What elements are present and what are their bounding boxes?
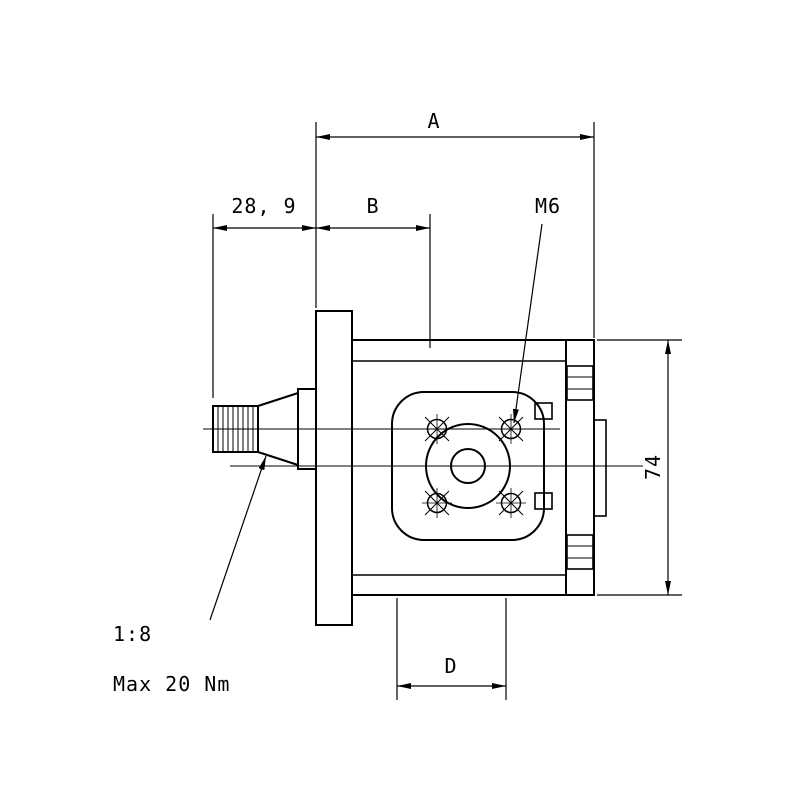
drive-shaft xyxy=(212,388,317,470)
rear-boss xyxy=(593,419,607,517)
m6-leader-line xyxy=(512,223,543,424)
dim-label-a: A xyxy=(427,109,440,133)
dimension-d xyxy=(396,598,507,700)
bolt-hole-bottom-right xyxy=(496,488,526,518)
pump-housing xyxy=(315,310,607,626)
dim-label-74: 74 xyxy=(641,454,665,480)
flange-face xyxy=(391,391,545,541)
splined-shaft-end xyxy=(212,405,259,453)
dimension-a xyxy=(315,122,595,338)
dim-label-28-9: 28, 9 xyxy=(231,194,296,218)
dim-label-d: D xyxy=(444,654,457,678)
hex-bolt-bottom xyxy=(566,534,594,570)
dimension-28-9 xyxy=(212,214,316,398)
max-torque-label: Max 20 Nm xyxy=(113,672,230,696)
dimensions xyxy=(209,122,682,700)
shaft-bore-circle xyxy=(450,448,486,484)
dimension-74 xyxy=(597,339,682,596)
taper-top-edge xyxy=(257,392,299,407)
dim-label-m6: M6 xyxy=(535,194,561,218)
taper-ratio-label: 1:8 xyxy=(113,622,152,646)
dimension-labels: A 28, 9 B M6 74 D 1:8 Max 20 Nm xyxy=(113,109,665,696)
bolt-hole-top-right xyxy=(498,414,524,444)
bolt-hole-top-left xyxy=(424,414,450,444)
flange-square xyxy=(391,391,545,541)
spline-hatching xyxy=(217,406,254,452)
bolt-hole-bottom-left xyxy=(422,488,452,518)
taper-bottom-edge xyxy=(257,451,299,466)
pilot-circle xyxy=(425,423,511,509)
dim-label-b: B xyxy=(366,194,379,218)
taper-leader-line xyxy=(209,455,267,621)
hex-bolt-top xyxy=(566,365,594,401)
dimension-b xyxy=(316,214,431,348)
